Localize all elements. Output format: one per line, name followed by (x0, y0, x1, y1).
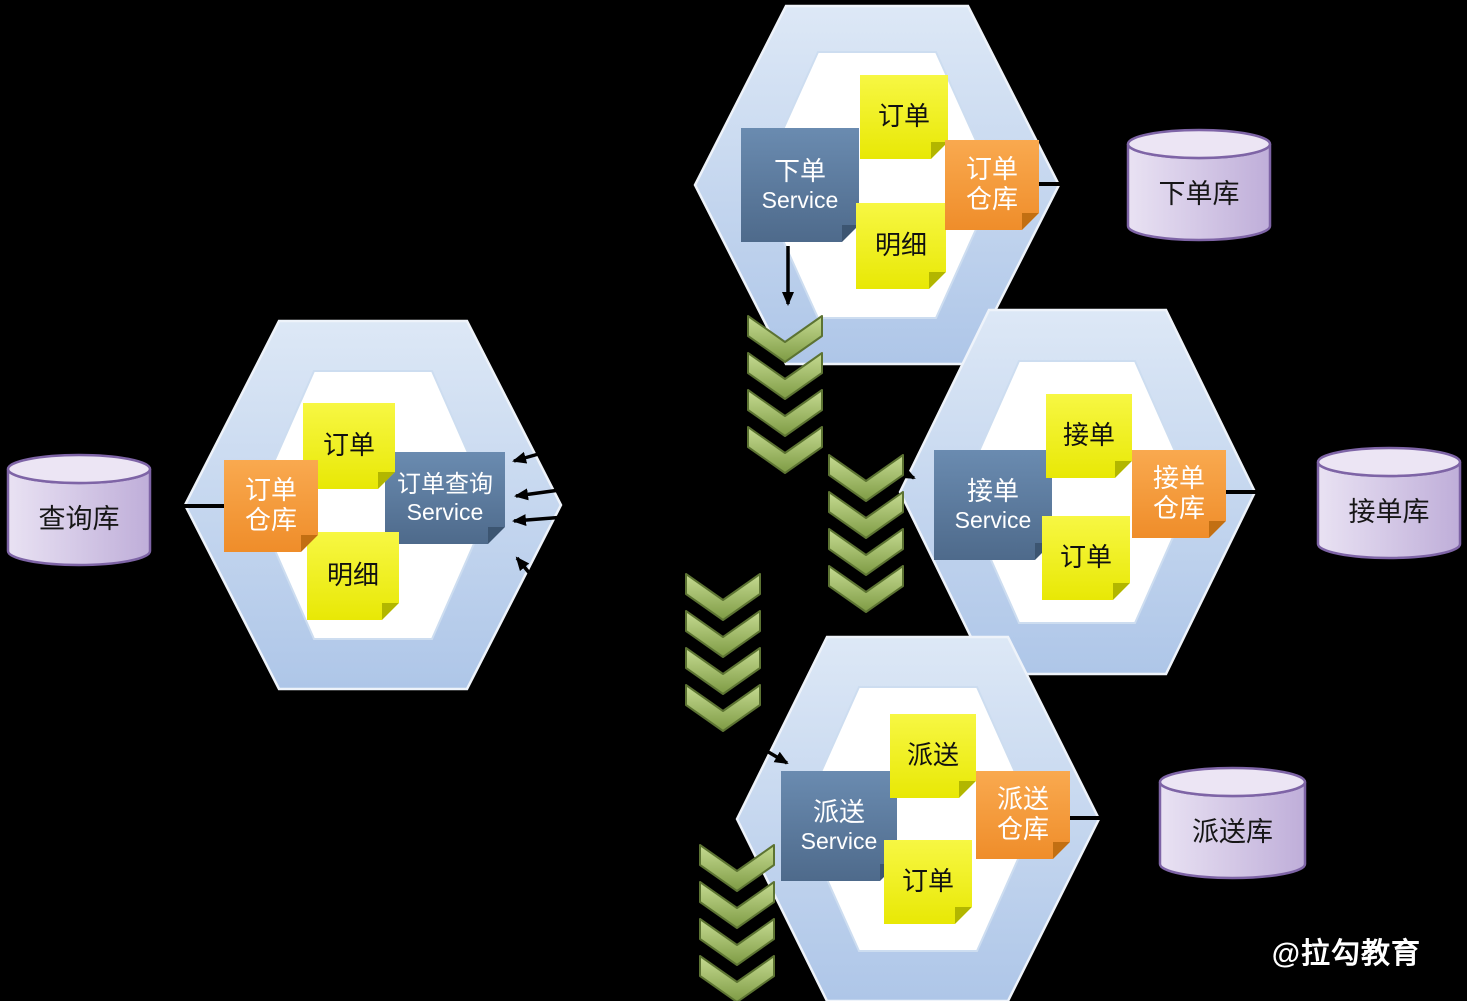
db-query-top (6, 453, 152, 485)
message-note-accept-bottom: 订单 (1042, 516, 1130, 600)
db-deliver-top (1158, 766, 1307, 798)
db-label-query: 查询库 (38, 504, 120, 534)
service-note-place: 下单 Service (741, 128, 859, 242)
message-note-deliver-top: 派送 (890, 714, 976, 798)
message-queue-3 (685, 573, 761, 732)
store-label-line1: 派送 (996, 784, 1049, 815)
message-label: 订单 (901, 866, 954, 897)
message-note-place-detail: 明细 (856, 203, 946, 289)
store-label-line2: 仓库 (1152, 493, 1205, 523)
service-note-accept: 接单 Service (934, 450, 1052, 560)
arrow-queue-to-deliver (747, 738, 789, 765)
store-label-line2: 仓库 (965, 184, 1018, 214)
db-label-place: 下单库 (1158, 179, 1240, 209)
service-note-deliver: 派送 Service (781, 771, 897, 881)
watermark: @拉勾教育 (1271, 938, 1421, 970)
message-note-accept-top: 接单 (1046, 394, 1132, 478)
hexagon-deliver-order (735, 635, 1101, 1001)
db-place-top (1126, 128, 1272, 160)
db-place-cylinder (1126, 128, 1272, 242)
store-note-place: 订单 仓库 (945, 140, 1039, 230)
arrow-queue-to-query-2 (514, 487, 568, 501)
store-label-line1: 接单 (1152, 463, 1205, 494)
service-suffix: Service (800, 827, 878, 854)
store-label-line1: 订单 (244, 475, 297, 506)
arrow-queue-to-query-3 (512, 514, 566, 527)
message-label: 派送 (906, 740, 959, 771)
db-deliver-cylinder (1158, 766, 1307, 880)
service-suffix: Service (406, 498, 484, 525)
store-label-line1: 订单 (965, 154, 1018, 185)
arrow-queue-to-query-1 (512, 445, 564, 464)
message-label: 明细 (326, 560, 379, 591)
store-label-line2: 仓库 (244, 505, 297, 535)
message-label: 订单 (322, 430, 375, 461)
message-queue-2 (828, 454, 904, 613)
message-label: 接单 (1062, 420, 1115, 451)
service-name: 下单 (773, 156, 826, 187)
service-suffix: Service (954, 506, 1032, 533)
db-accept-top (1316, 446, 1462, 478)
store-note-deliver: 派送 仓库 (976, 771, 1070, 859)
message-label: 明细 (874, 230, 927, 261)
db-query-cylinder (6, 453, 152, 567)
db-accept-cylinder (1316, 446, 1462, 560)
chevron-icon (828, 454, 904, 502)
service-name: 订单查询 (397, 471, 493, 499)
message-note-deliver-bottom: 订单 (884, 840, 972, 924)
message-label: 订单 (877, 101, 930, 132)
service-note-query: 订单查询 Service (385, 452, 505, 544)
message-note-query-order: 订单 (303, 403, 395, 489)
service-suffix: Service (761, 186, 839, 213)
chevron-icon (685, 573, 761, 621)
message-note-query-detail: 明细 (307, 532, 399, 620)
service-name: 接单 (966, 476, 1019, 507)
db-label-accept: 接单库 (1348, 497, 1430, 527)
store-label-line2: 仓库 (996, 814, 1049, 844)
message-queue-4 (699, 844, 775, 1001)
service-name: 派送 (812, 797, 865, 828)
store-note-query: 订单 仓库 (224, 460, 318, 552)
message-note-place-order: 订单 (860, 75, 948, 159)
message-label: 订单 (1059, 542, 1112, 573)
store-note-accept: 接单 仓库 (1132, 450, 1226, 538)
chevron-icon (699, 844, 775, 892)
db-label-deliver: 派送库 (1192, 817, 1273, 847)
arrow-queue-to-query-4 (515, 556, 551, 599)
